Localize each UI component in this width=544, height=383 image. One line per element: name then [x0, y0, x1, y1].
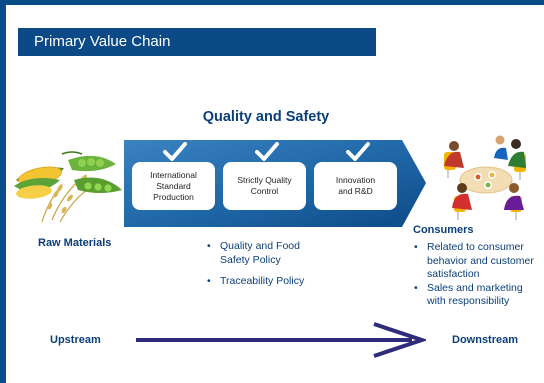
check-icon	[255, 142, 279, 161]
step-strictly-quality-control: Strictly Quality Control	[223, 162, 306, 210]
page-title: Primary Value Chain	[18, 28, 376, 56]
list-item: Quality and Food Safety Policy	[207, 240, 357, 267]
downstream-label: Downstream	[452, 334, 519, 346]
step-innovation-rnd: Innovation and R&D	[314, 162, 397, 210]
step-international-standard-production: International Standard Production	[132, 162, 215, 210]
consumer-list: Related to consumer behavior and custome…	[414, 241, 542, 309]
check-icon	[346, 142, 370, 161]
flow-arrow-icon	[136, 322, 426, 358]
list-item: Sales and marketing with responsibility	[414, 282, 542, 309]
section-heading: Quality and Safety	[202, 109, 330, 125]
step-label: Innovation and R&D	[335, 175, 376, 196]
step-label: Strictly Quality Control	[237, 175, 292, 196]
family-dining-icon	[444, 135, 526, 220]
crops-icon	[14, 151, 122, 223]
raw-materials-label: Raw Materials	[38, 237, 112, 249]
upstream-label: Upstream	[50, 334, 101, 346]
top-border	[0, 0, 544, 5]
left-border	[0, 5, 6, 383]
quality-policy-list: Quality and Food Safety Policy Traceabil…	[207, 240, 357, 297]
step-label: International Standard Production	[150, 169, 197, 202]
consumers-label: Consumers	[413, 224, 474, 236]
list-item: Traceability Policy	[207, 275, 357, 289]
list-item: Related to consumer behavior and custome…	[414, 241, 542, 282]
check-icon	[163, 142, 187, 161]
